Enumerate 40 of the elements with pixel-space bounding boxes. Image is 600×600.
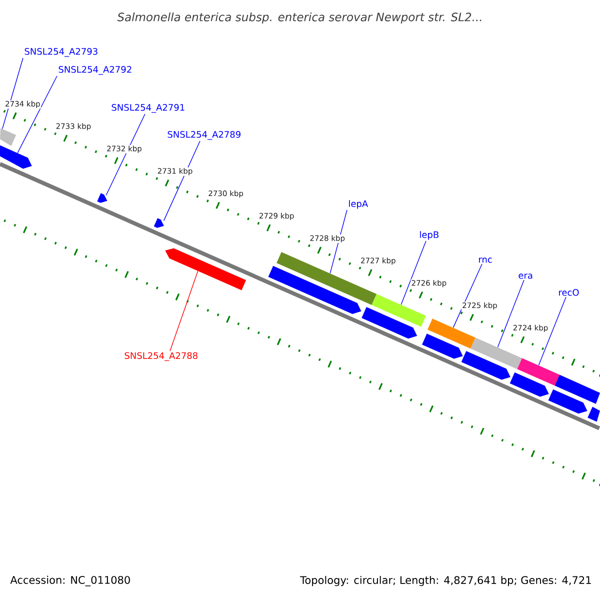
gene-label: lepB <box>420 231 438 240</box>
leader-line <box>497 280 524 348</box>
gene-feature <box>372 294 426 327</box>
leader-line <box>170 270 198 352</box>
accession-text: Accession: NC_011080 <box>10 576 130 586</box>
gene-feature <box>0 145 32 169</box>
gene-label: SNSL254_A2793 <box>24 48 98 57</box>
leader-line <box>17 76 58 154</box>
gene-feature <box>510 372 549 397</box>
gene-feature <box>0 128 16 146</box>
gene-label: recO <box>559 289 579 296</box>
gene-feature <box>554 374 600 404</box>
gene-feature <box>428 318 476 349</box>
genome-info-text: Topology: circular; Length: 4,827,641 bp; Genes: 4,721 <box>300 576 591 586</box>
gene-feature <box>588 406 600 422</box>
gene-label: lepA <box>349 200 368 209</box>
gene-feature <box>470 338 522 370</box>
gene-feature <box>165 248 246 290</box>
title: Salmonella enterica subsp. enterica serovar Newport str. SL2... <box>117 12 482 24</box>
leader-line <box>106 114 146 196</box>
gene-feature <box>154 218 164 228</box>
gene-label: era <box>518 274 532 279</box>
gene-feature <box>461 351 510 380</box>
gene-label: SNSL254_A2788 <box>124 352 198 361</box>
gene-feature <box>548 389 588 414</box>
gene-label: rnc <box>479 258 492 263</box>
gene-feature <box>268 266 362 314</box>
gene-label: SNSL254_A2789 <box>168 131 240 140</box>
gene-feature <box>362 307 418 339</box>
gene-label: SNSL254_A2792 <box>58 66 132 75</box>
gene-feature <box>422 334 463 359</box>
leader-line <box>538 296 566 366</box>
gene-feature <box>517 358 560 386</box>
leader-line <box>163 140 200 222</box>
leader-line <box>2 58 24 130</box>
leader-line <box>400 240 426 305</box>
gene-label: SNSL254_A2791 <box>112 104 184 113</box>
leader-line <box>452 264 482 328</box>
gene-feature <box>276 252 377 305</box>
gene-feature <box>97 193 108 203</box>
